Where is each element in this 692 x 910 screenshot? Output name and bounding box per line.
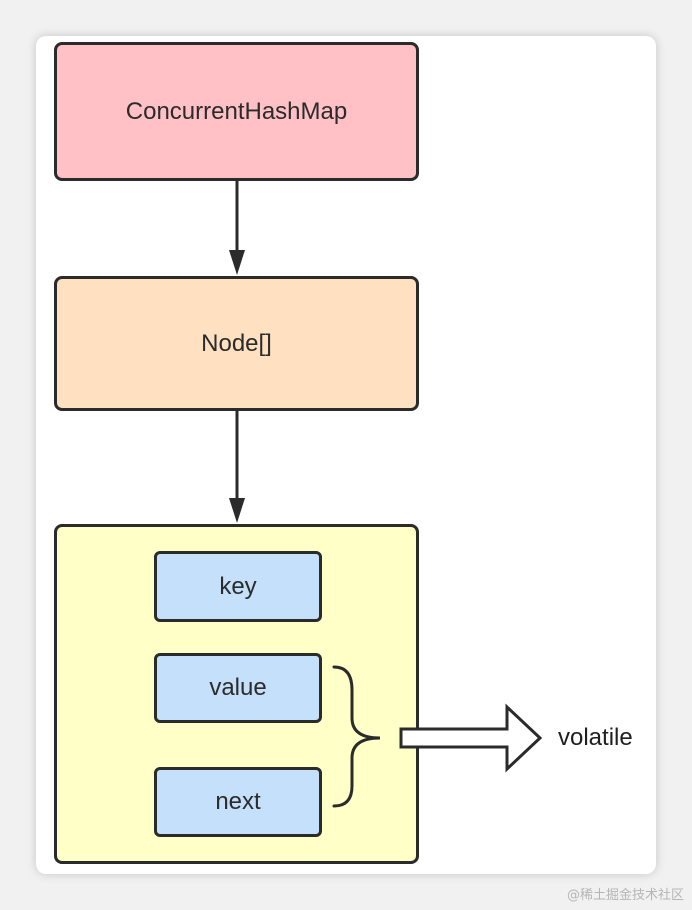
concurrenthashmap-box: ConcurrentHashMap [54, 42, 419, 181]
volatile-label: volatile [558, 724, 633, 751]
volatile-arrow [399, 703, 543, 773]
node-array-box: Node[] [54, 276, 419, 411]
watermark: @稀土掘金技术社区 [566, 888, 684, 903]
concurrenthashmap-label: ConcurrentHashMap [125, 97, 348, 125]
arrow-chm-to-node [229, 181, 245, 275]
next-field-label: next [215, 788, 261, 815]
key-field-label: key [219, 572, 257, 600]
next-field-box: next [154, 767, 322, 837]
value-field-label: value [209, 674, 267, 701]
curly-brace [332, 665, 381, 808]
node-array-label: Node[] [201, 329, 272, 357]
value-field-box: value [154, 653, 322, 723]
key-field-box: key [154, 551, 322, 622]
arrow-node-to-entry [229, 411, 245, 523]
